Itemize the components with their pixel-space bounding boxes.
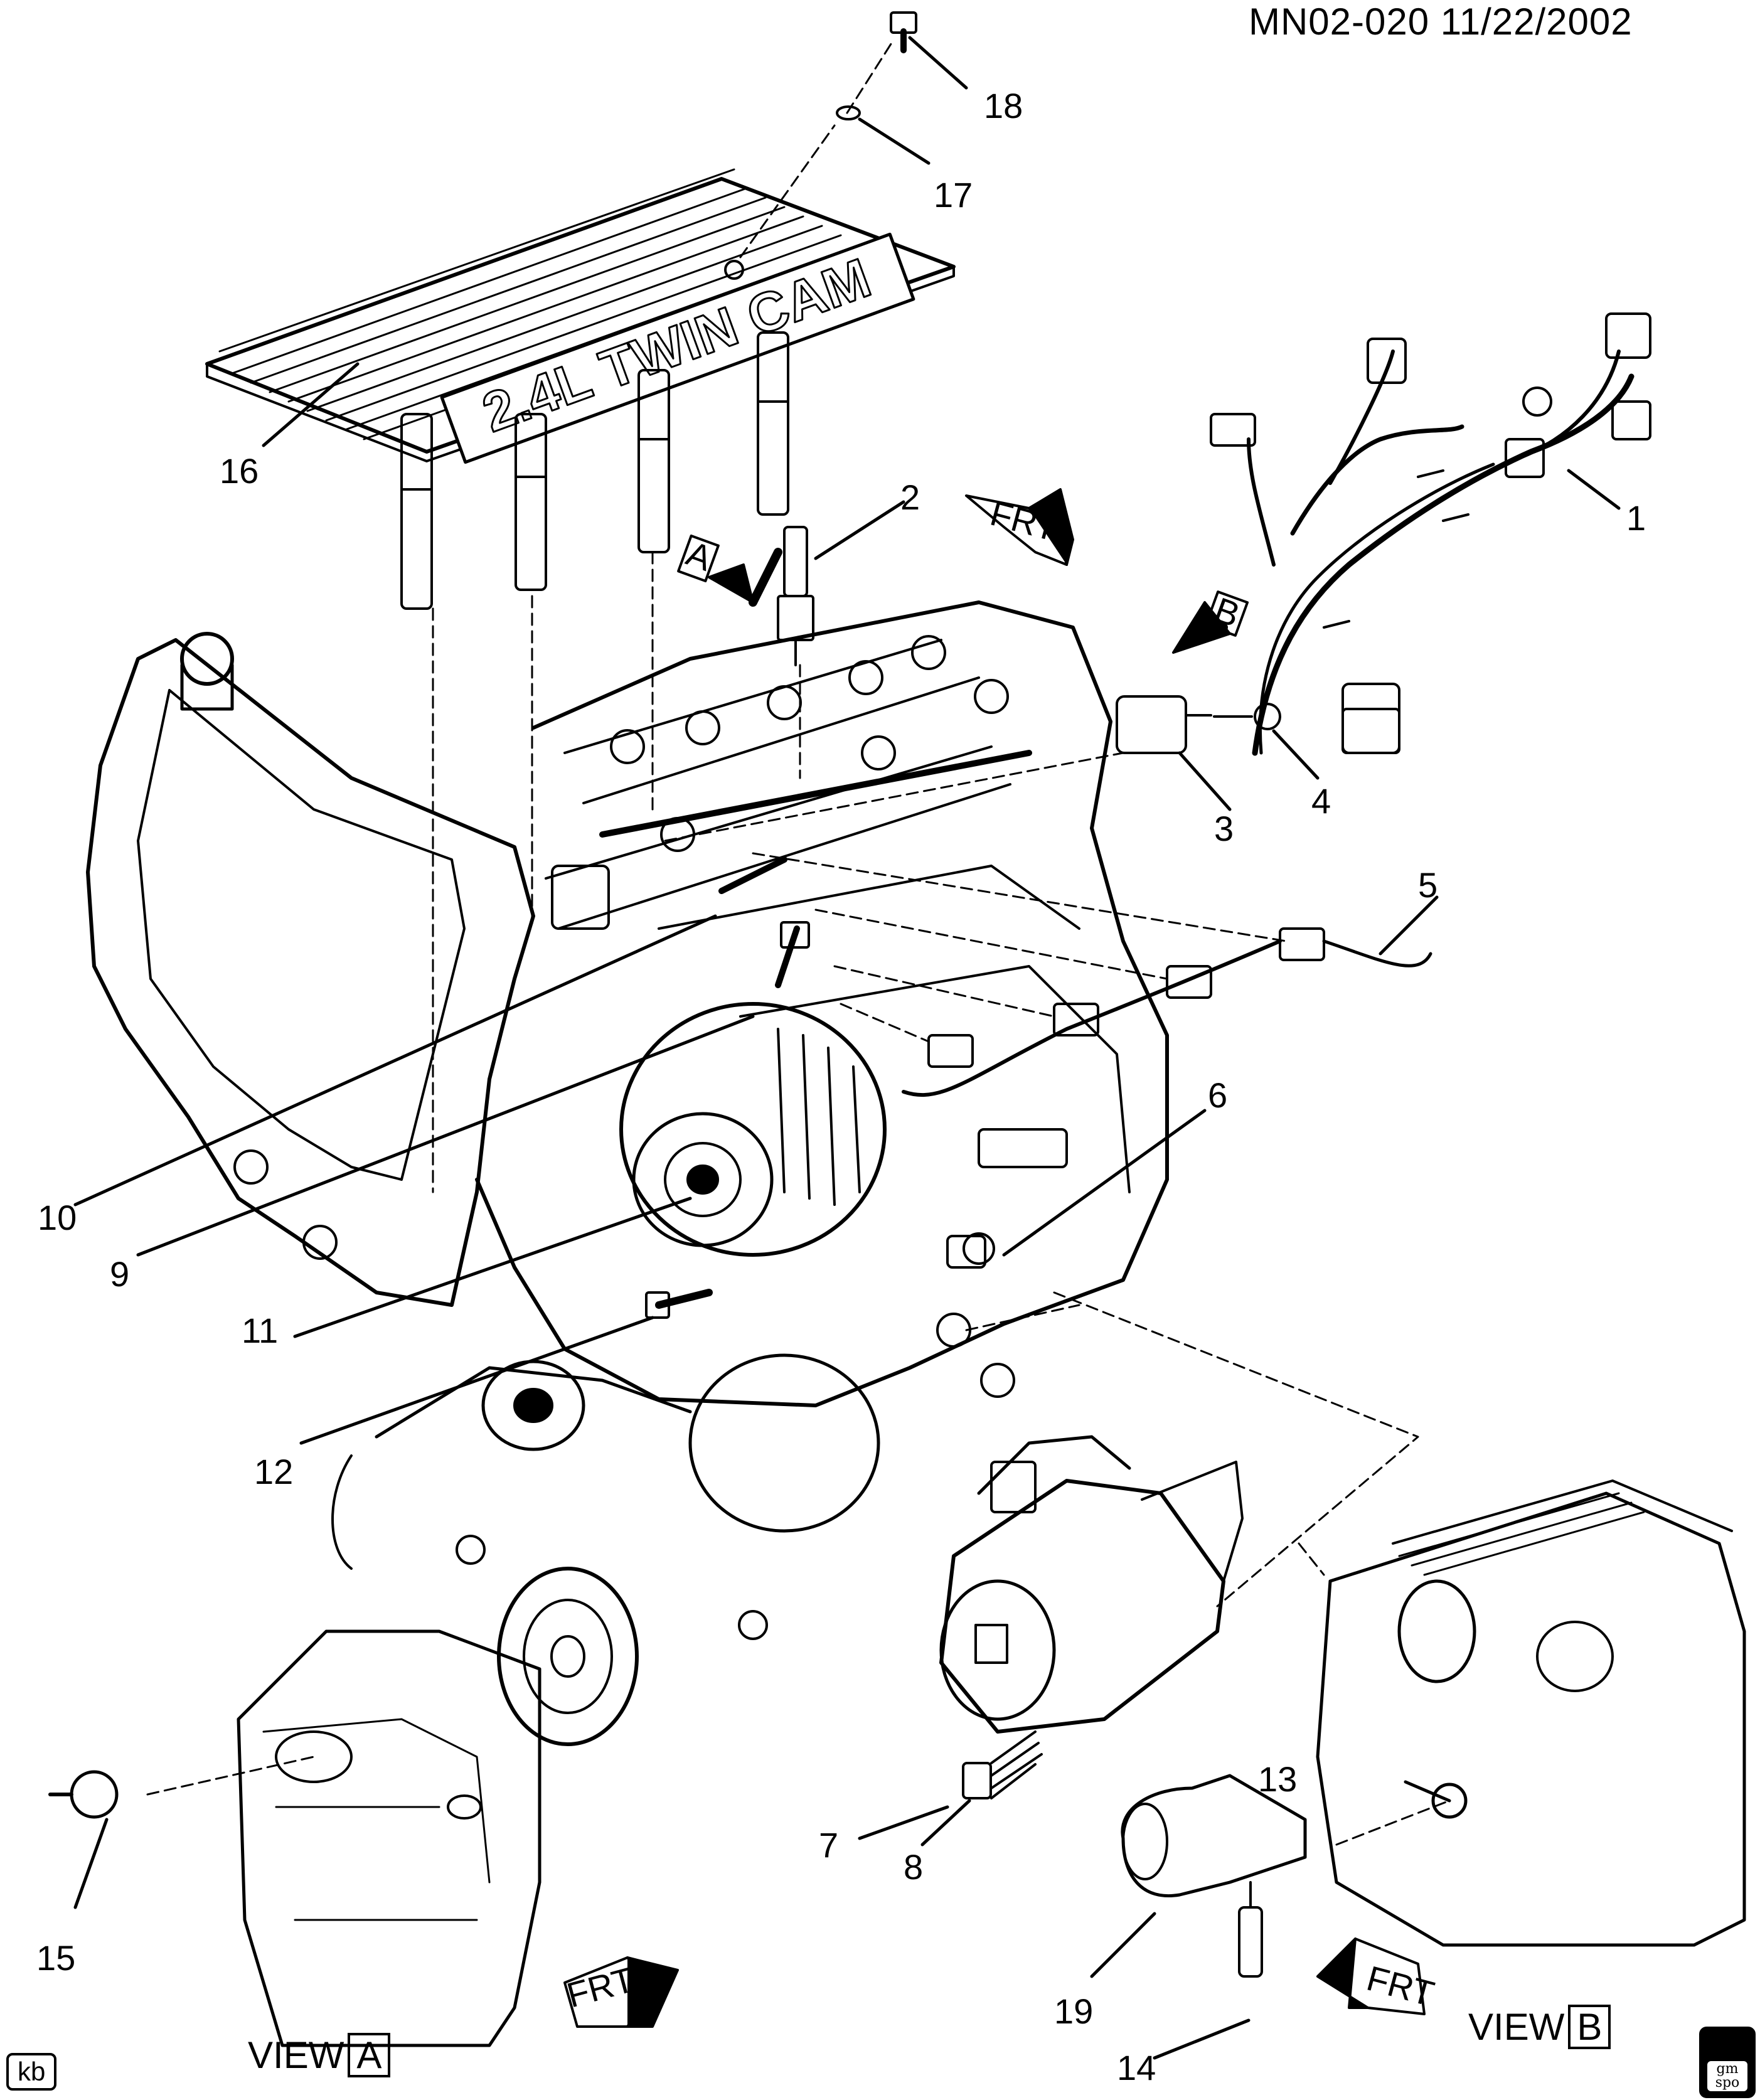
callout-15: 15	[36, 1938, 75, 1978]
engine-cover: 2.4L TWIN CAM	[205, 168, 956, 464]
view-a-marker: A	[681, 533, 717, 578]
callout-9: 9	[110, 1254, 129, 1294]
injector-connectors	[902, 927, 1432, 1168]
logo-gm: gm	[1716, 2061, 1739, 2077]
gm-spo-logo-inner: gm spo	[1707, 2061, 1747, 2091]
front-arrow-view-b: FRT	[1316, 1937, 1438, 2015]
callout-16: 16	[220, 451, 259, 491]
callout-numbers: 1 2 3 4 5 6 7 8 9 10 11 12 13 14 15 16 1…	[36, 86, 1646, 2087]
callout-7: 7	[819, 1825, 838, 1865]
callout-2: 2	[900, 477, 920, 517]
cover-fasteners	[836, 11, 917, 120]
callout-14: 14	[1117, 2048, 1156, 2087]
ignition-coil-towers	[400, 331, 789, 610]
engine-block	[86, 600, 1169, 1407]
gm-spo-logo: gm spo	[1699, 2027, 1756, 2098]
view-markers: A B	[677, 533, 1249, 654]
callout-13: 13	[1258, 1759, 1297, 1799]
oil-pressure-sensor	[946, 1232, 995, 1269]
callout-3: 3	[1214, 809, 1234, 848]
front-arrow-main: FRT	[965, 488, 1074, 566]
water-pump-pulleys	[331, 1353, 880, 1746]
bracket-bolts	[645, 856, 810, 1319]
logo-spo: spo	[1715, 2075, 1740, 2091]
view-a-prefix: VIEW	[248, 2034, 344, 2076]
camshaft-position-sensor	[1116, 695, 1281, 754]
callout-19: 19	[1054, 1991, 1093, 2031]
leader-lines	[73, 36, 1621, 2060]
callout-6: 6	[1208, 1075, 1227, 1115]
callout-10: 10	[38, 1198, 77, 1237]
front-arrows: FRT FRT FRT	[563, 488, 1438, 2028]
kb-tag: kb	[6, 2053, 57, 2091]
view-b-letter: B	[1568, 2005, 1611, 2049]
view-b-inset	[1121, 1479, 1746, 1978]
callout-11: 11	[242, 1311, 278, 1350]
callout-18: 18	[984, 86, 1023, 125]
spark-plug	[777, 526, 814, 666]
view-b-label: VIEW B	[1468, 2005, 1611, 2049]
document-code: MN02-020 11/22/2002	[1249, 1, 1633, 43]
reference-lines	[146, 43, 1451, 1846]
callout-12: 12	[254, 1452, 293, 1491]
callout-4: 4	[1311, 781, 1331, 821]
view-a-letter: A	[348, 2033, 391, 2077]
callout-1: 1	[1626, 498, 1646, 538]
view-b-marker: B	[1210, 590, 1245, 635]
wiring-harness	[1210, 312, 1651, 756]
alternator	[619, 1002, 887, 1257]
callout-8: 8	[904, 1847, 923, 1887]
starter-bolt	[962, 1730, 1043, 1799]
callout-5: 5	[1418, 865, 1437, 905]
front-arrow-view-a: FRT	[563, 1956, 679, 2028]
view-a-inset	[48, 1629, 541, 2047]
view-a-label: VIEW A	[248, 2033, 391, 2077]
view-b-prefix: VIEW	[1468, 2006, 1565, 2048]
callout-17: 17	[934, 175, 973, 215]
starter-motor	[939, 1435, 1244, 1734]
